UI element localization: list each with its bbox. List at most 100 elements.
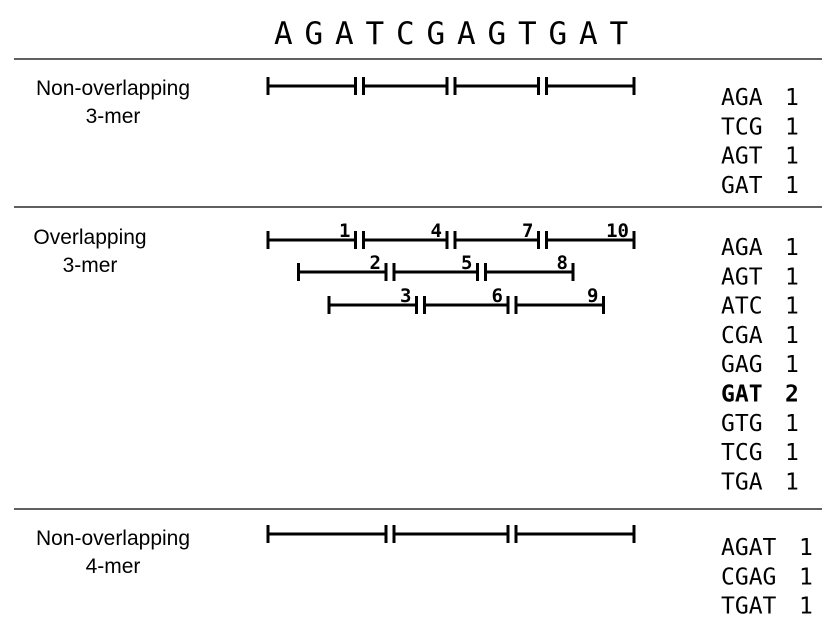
kmer-count-row: AGT 1 [721, 144, 799, 170]
kmer-count: 1 [785, 85, 799, 111]
kmer-label: CGAG [721, 564, 776, 590]
row-label-line2: 4-mer [86, 555, 141, 578]
kmer-count: 1 [799, 594, 813, 620]
segment-number: 9 [587, 285, 598, 307]
kmer-segment [362, 77, 449, 95]
sequence-base: T [518, 16, 537, 52]
sequence-base: A [335, 16, 354, 52]
segment-number: 3 [400, 285, 411, 307]
kmer-segment: 2 [297, 252, 388, 281]
kmer-segment: 7 [453, 220, 540, 249]
sequence-base: G [548, 16, 567, 52]
kmer-count: 1 [785, 323, 799, 349]
kmer-segment: 10 [545, 220, 636, 249]
kmer-segment: 4 [362, 220, 449, 249]
kmer-label: GAT [721, 173, 763, 199]
kmer-segment: 1 [266, 220, 357, 249]
kmer-segment: 3 [327, 285, 418, 314]
segment-number: 8 [557, 252, 568, 274]
kmer-label: AGT [721, 264, 763, 290]
kmer-count-row: AGAT 1 [721, 535, 813, 561]
row-label-line1: Overlapping [33, 226, 146, 249]
kmer-count: 1 [785, 264, 799, 290]
kmer-segment [514, 525, 636, 543]
sequence-base: C [396, 16, 415, 52]
segment-number: 6 [492, 285, 503, 307]
kmer-label: GTG [721, 411, 763, 437]
kmer-segment [392, 525, 510, 543]
kmer-count-row: TGAT 1 [721, 594, 813, 620]
kmer-count: 2 [785, 382, 799, 408]
kmer-label: TGAT [721, 594, 777, 620]
kmer-segment: 5 [392, 252, 479, 281]
kmer-label: AGA [721, 235, 763, 261]
segment-number: 2 [370, 252, 381, 274]
kmer-count: 1 [785, 469, 799, 495]
kmer-label: CGA [721, 323, 763, 349]
kmer-count-row: GTG 1 [721, 411, 799, 437]
kmer-label: TCG [721, 440, 763, 466]
kmer-count-row: AGA 1 [721, 235, 799, 261]
sequence-base: T [609, 16, 628, 52]
kmer-label: GAT [721, 382, 763, 408]
kmer-label: ATC [721, 294, 763, 320]
kmer-segment: 9 [514, 285, 605, 314]
row-label-line2: 3-mer [63, 254, 118, 277]
segment-group [266, 525, 636, 543]
kmer-count: 1 [785, 411, 799, 437]
kmer-label: GAG [721, 352, 763, 378]
kmer-count-row: CGAG 1 [721, 564, 813, 590]
kmer-segment [266, 77, 357, 95]
row-label-line1: Non-overlapping [36, 527, 190, 550]
kmer-count-row: GAT 1 [721, 173, 799, 199]
row-label-line1: Non-overlapping [36, 77, 190, 100]
kmer-label: TCG [721, 114, 763, 140]
row-label-line2: 3-mer [86, 105, 141, 128]
kmer-segment [266, 525, 388, 543]
sequence-base: A [579, 16, 598, 52]
sequence-base: A [457, 16, 476, 52]
sequence-base: A [274, 16, 293, 52]
sequence-base: G [304, 16, 323, 52]
kmer-count-row: AGA 1 [721, 85, 799, 111]
kmer-segment: 8 [484, 252, 575, 281]
sequence-base: G [426, 16, 445, 52]
kmer-count-row: CGA 1 [721, 323, 799, 349]
kmer-count: 1 [785, 144, 799, 170]
kmer-count: 1 [799, 535, 813, 561]
kmer-count-row: GAT 2 [721, 382, 799, 408]
segment-number: 4 [431, 220, 442, 242]
sequence-base: T [365, 16, 384, 52]
kmer-count-row: AGT 1 [721, 264, 799, 290]
kmer-count: 1 [785, 235, 799, 261]
kmer-segment [453, 77, 540, 95]
kmer-count-row: GAG 1 [721, 352, 799, 378]
segment-number: 7 [522, 220, 533, 242]
kmer-count: 1 [799, 564, 813, 590]
kmer-segment: 6 [423, 285, 510, 314]
segment-number: 5 [461, 252, 472, 274]
segment-number: 10 [606, 220, 629, 242]
segment-number: 1 [339, 220, 350, 242]
kmer-label: AGT [721, 144, 763, 170]
segment-group [266, 77, 636, 95]
kmer-label: AGA [721, 85, 763, 111]
kmer-count: 1 [785, 294, 799, 320]
kmer-count: 1 [785, 440, 799, 466]
kmer-count: 1 [785, 173, 799, 199]
kmer-label: AGAT [721, 535, 777, 561]
sequence-base: G [487, 16, 506, 52]
kmer-count-row: ATC 1 [721, 294, 799, 320]
kmer-segment [545, 77, 636, 95]
kmer-count-row: TCG 1 [721, 440, 799, 466]
kmer-count: 1 [785, 352, 799, 378]
